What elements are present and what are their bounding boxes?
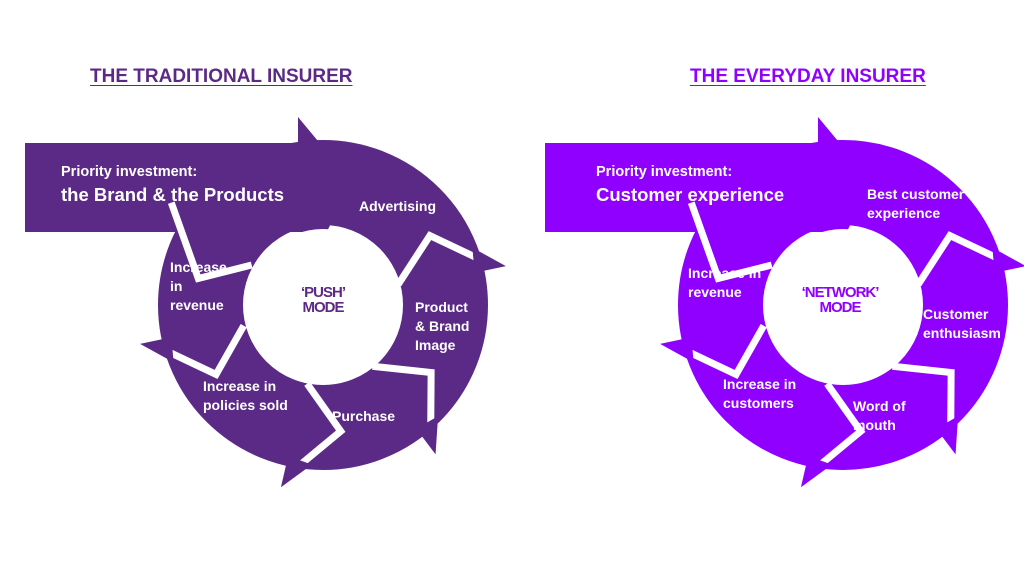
- step-product-brand-image: Product & Brand Image: [415, 299, 470, 353]
- traditional-arrowhead: [280, 456, 312, 488]
- everyday-center-hole: [767, 229, 919, 381]
- everyday-arrowhead: [660, 337, 694, 363]
- everyday-arrowhead: [936, 416, 959, 455]
- traditional-priority-value: the Brand & the Products: [61, 184, 285, 205]
- traditional-arrowhead: [472, 247, 506, 273]
- traditional-segment-gap: [167, 201, 253, 283]
- step-word-of-mouth: Word of mouth: [853, 398, 906, 433]
- traditional-arrowhead: [140, 337, 174, 363]
- everyday-arrowhead: [992, 247, 1024, 273]
- everyday-title: THE EVERYDAY INSURER: [690, 66, 926, 87]
- network-mode-label: ‘NETWORK’MODE: [801, 284, 880, 316]
- traditional-title: THE TRADITIONAL INSURER: [90, 66, 353, 87]
- step-increase-revenue: Increase in revenue: [170, 259, 227, 313]
- everyday-segment-gap: [687, 201, 773, 283]
- traditional-arrowhead: [416, 416, 439, 455]
- step-best-customer-experience: Best customer experience: [867, 186, 965, 221]
- traditional-priority-arrow: [25, 117, 352, 255]
- everyday-arrowhead: [800, 456, 832, 488]
- push-mode-label: ‘PUSH’MODE: [300, 284, 346, 316]
- traditional-center-hole: [247, 229, 399, 381]
- step-purchase: Purchase: [332, 408, 396, 424]
- step-advertising: Advertising: [359, 198, 437, 214]
- everyday-priority-label: Priority investment:: [596, 164, 733, 180]
- everyday-priority-arrow: [545, 117, 872, 255]
- everyday-priority-value: Customer experience: [596, 184, 785, 205]
- step-increase-customers: Increase in customers: [723, 376, 797, 411]
- step-increase-revenue-everyday: Increase in revenue: [688, 265, 762, 300]
- step-increase-policies: Increase in policies sold: [203, 378, 288, 413]
- step-customer-enthusiasm: Customer enthusiasm: [923, 306, 1001, 341]
- traditional-priority-label: Priority investment:: [61, 164, 198, 180]
